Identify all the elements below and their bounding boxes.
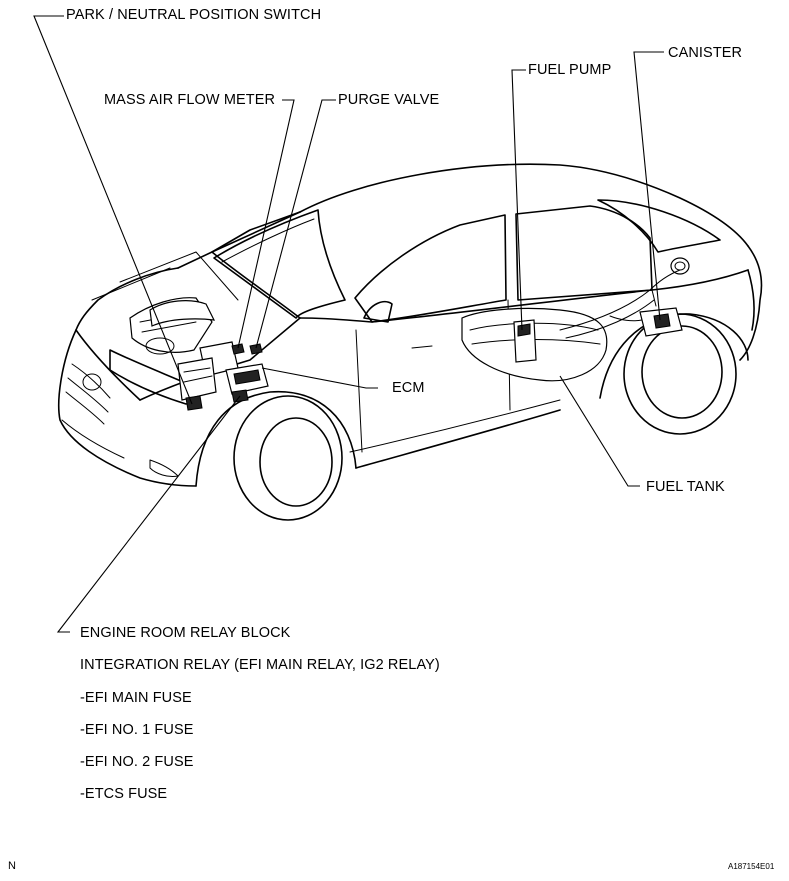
relay-list-item: -EFI MAIN FUSE <box>80 690 192 706</box>
left-mark: N <box>8 860 17 872</box>
engine-bay <box>129 297 269 411</box>
fuel-pump-label: FUEL PUMP <box>528 62 612 78</box>
leader-lines <box>33 15 664 633</box>
canister-label: CANISTER <box>668 45 743 61</box>
relay-list-item: -EFI NO. 1 FUSE <box>80 722 194 738</box>
ecm-label: ECM <box>392 380 425 396</box>
park-neutral-switch-label: PARK / NEUTRAL POSITION SWITCH <box>66 7 322 23</box>
fuel-system <box>461 269 683 382</box>
fuel-tank-label: FUEL TANK <box>646 479 725 495</box>
relay-list-item: -EFI NO. 2 FUSE <box>80 754 194 770</box>
relay-list-item: -ETCS FUSE <box>80 786 168 802</box>
figure-code: A187154E01 <box>728 862 775 871</box>
mass-air-flow-meter-label: MASS AIR FLOW METER <box>104 92 276 108</box>
engine-room-relay-block-label: ENGINE ROOM RELAY BLOCK <box>80 625 291 641</box>
relay-list-item: INTEGRATION RELAY (EFI MAIN RELAY, IG2 R… <box>80 657 440 673</box>
purge-valve-label: PURGE VALVE <box>338 92 440 108</box>
